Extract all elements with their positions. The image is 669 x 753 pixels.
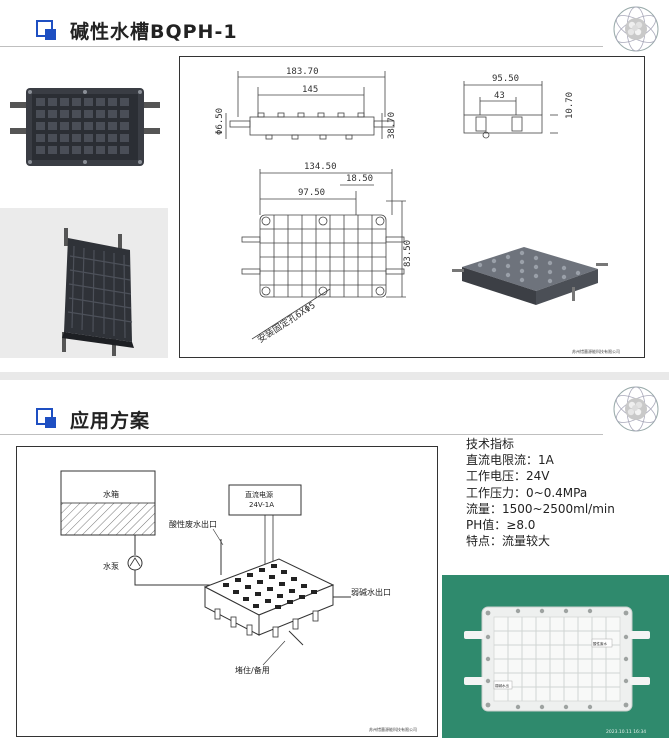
dim-18-50: 18.50 <box>346 174 373 184</box>
pump-label: 水泵 <box>103 561 119 571</box>
spec-flow: 流量：1500~2500ml/min <box>466 501 615 516</box>
company-logo-icon <box>613 6 659 52</box>
product-render-top-view <box>10 88 160 166</box>
product-photo: 弱碱水出 酸性废水 2023.10.11 16:34 <box>442 575 669 738</box>
frame-3d-render <box>452 247 608 305</box>
power-label-2: 24V-1A <box>249 501 274 509</box>
technical-specs: 技术指标 直流电限流：1A 工作电压：24V 工作压力：0~0.4MPa 流量：… <box>466 436 666 549</box>
application-diagram-frame: 水箱 水泵 直流电源 24V-1A 酸性废水出口 <box>16 446 438 737</box>
page-title: 碱性水槽BQPH-1 <box>70 21 238 43</box>
header-square-icon <box>36 408 56 428</box>
slide-product-drawing: 碱性水槽BQPH-1 <box>0 0 669 372</box>
plug-label: 堵住/备用 <box>235 665 270 675</box>
power-label-1: 直流电源 <box>245 490 273 499</box>
dim-83-50: 83.50 <box>403 240 413 267</box>
dim-97-50: 97.50 <box>298 188 325 198</box>
slide-divider <box>0 372 669 380</box>
page-title: 应用方案 <box>70 410 151 432</box>
technical-drawing-frame: 183.70 145 Φ6.50 38.70 95.50 43 10.70 <box>179 56 645 358</box>
spec-current: 直流电限流：1A <box>466 453 554 468</box>
drawing-company: 苏州惜墨源能科技有限公司 <box>572 348 620 354</box>
diagram-company: 苏州惜墨源能科技有限公司 <box>369 726 417 732</box>
dim-10-70: 10.70 <box>565 92 575 119</box>
product-photo-svg: 弱碱水出 酸性废水 2023.10.11 16:34 <box>442 575 669 738</box>
mounting-hole-note: 安装固定孔6XΦ5 <box>255 299 317 345</box>
specs-heading: 技术指标 <box>466 437 515 451</box>
header-square-icon <box>36 20 56 40</box>
application-diagram-svg: 水箱 水泵 直流电源 24V-1A 酸性废水出口 <box>60 470 417 732</box>
photo-label-right: 酸性废水 <box>593 641 607 646</box>
photo-label-left: 弱碱水出 <box>495 683 509 688</box>
spec-pressure: 工作压力：0~0.4MPa <box>466 485 588 500</box>
dim-phi-6-50: Φ6.50 <box>215 108 225 135</box>
spec-voltage: 工作电压：24V <box>466 469 550 484</box>
dim-43: 43 <box>494 91 505 101</box>
dim-134-50: 134.50 <box>304 162 337 172</box>
tank-label: 水箱 <box>103 489 119 499</box>
dim-95-50: 95.50 <box>492 74 519 84</box>
product-render-perspective <box>62 228 134 356</box>
spec-feature: 特点：流量较大 <box>466 534 551 549</box>
header-rule <box>0 434 603 435</box>
header-rule <box>0 46 603 47</box>
dim-38-70: 38.70 <box>387 112 397 139</box>
spec-ph: PH值：≥8.0 <box>466 518 536 533</box>
company-logo-icon <box>613 386 659 432</box>
photo-timestamp: 2023.10.11 16:34 <box>606 729 646 735</box>
acid-outlet-label: 酸性废水出口 <box>169 519 217 529</box>
dim-183-70: 183.70 <box>286 67 319 77</box>
dim-145: 145 <box>302 85 318 95</box>
technical-drawing-svg: 183.70 145 Φ6.50 38.70 95.50 43 10.70 <box>215 67 620 354</box>
alkaline-outlet-label: 弱碱水出口 <box>351 587 391 597</box>
